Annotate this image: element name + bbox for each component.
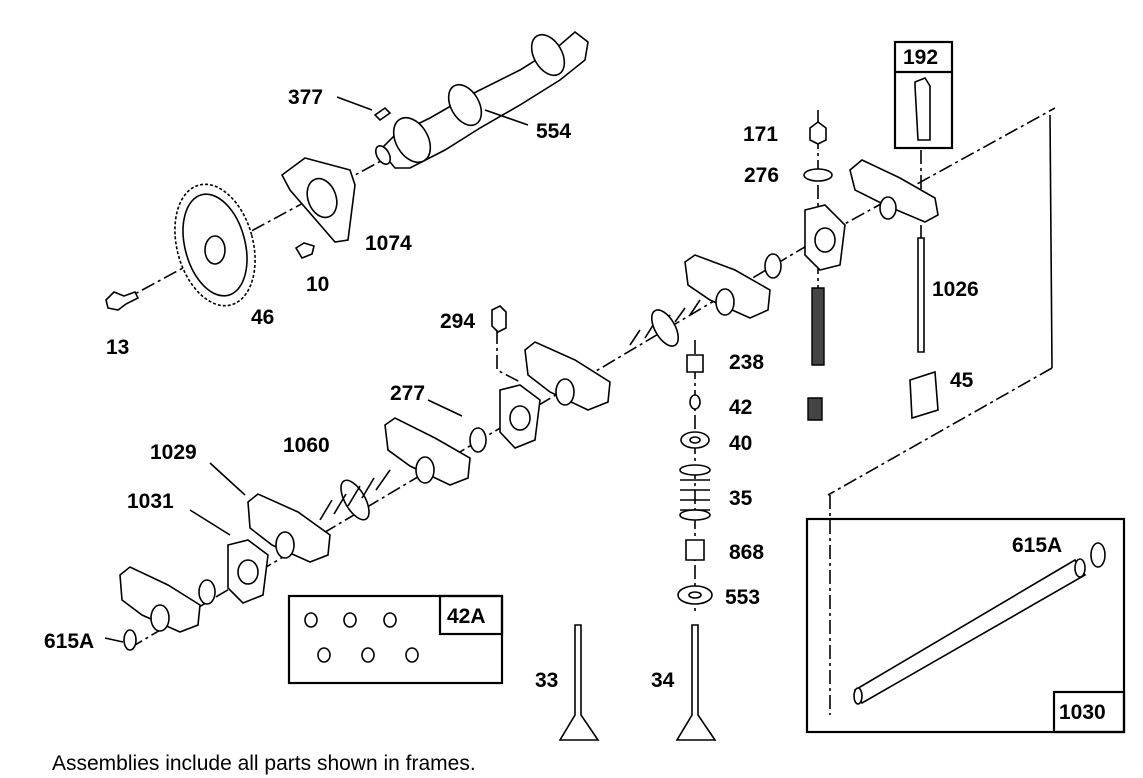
tappet-45 xyxy=(909,370,939,420)
label-45: 45 xyxy=(950,369,974,392)
label-1031: 1031 xyxy=(127,490,174,513)
label-46: 46 xyxy=(251,306,274,329)
rocker-shaft-1030 xyxy=(853,542,1106,705)
footer-note: Assemblies include all parts shown in fr… xyxy=(52,752,476,775)
label-615a-left: 615A xyxy=(44,630,94,653)
camshaft xyxy=(374,30,589,169)
label-10: 10 xyxy=(306,273,329,296)
stud-lower xyxy=(807,397,823,421)
label-1030: 1030 xyxy=(1059,701,1106,724)
label-35: 35 xyxy=(729,487,753,510)
adjusting-screw xyxy=(914,77,931,141)
bolt-13 xyxy=(105,291,140,311)
push-rod xyxy=(917,237,925,353)
cam-gear xyxy=(174,183,256,307)
label-238: 238 xyxy=(729,351,764,374)
label-42: 42 xyxy=(729,396,752,419)
label-277: 277 xyxy=(390,382,425,405)
frame-42a xyxy=(287,594,504,685)
label-294: 294 xyxy=(440,310,475,333)
valve-34 xyxy=(675,624,717,741)
stud-upper xyxy=(811,287,825,366)
label-1026: 1026 xyxy=(932,278,979,301)
frame-192 xyxy=(893,40,954,150)
valve-33 xyxy=(558,624,600,741)
label-192: 192 xyxy=(903,46,938,69)
leader-lines xyxy=(104,96,529,643)
label-1029: 1029 xyxy=(150,441,197,464)
keeper-icons xyxy=(304,612,419,663)
nut-171 xyxy=(809,121,827,145)
label-615a-right: 615A xyxy=(1012,534,1062,557)
frame-1030 xyxy=(805,517,1126,734)
part-labels: 377 554 1074 10 46 13 171 276 192 1026 2… xyxy=(44,46,1106,724)
bolt-10 xyxy=(294,242,315,259)
label-34: 34 xyxy=(651,669,675,692)
label-377: 377 xyxy=(288,86,323,109)
label-171: 171 xyxy=(743,123,778,146)
valve-stack xyxy=(677,354,713,605)
label-868: 868 xyxy=(729,541,764,564)
label-553: 553 xyxy=(725,586,760,609)
washer-276 xyxy=(803,168,833,182)
label-40: 40 xyxy=(729,432,752,455)
label-13: 13 xyxy=(106,336,129,359)
label-554: 554 xyxy=(536,120,571,143)
label-1060: 1060 xyxy=(283,434,330,457)
stud-294 xyxy=(491,305,507,333)
label-33: 33 xyxy=(535,669,558,692)
label-42a: 42A xyxy=(447,605,486,628)
key xyxy=(373,106,392,122)
rocker-shaft-parts xyxy=(119,159,939,651)
label-1074: 1074 xyxy=(365,232,412,255)
label-276: 276 xyxy=(744,164,779,187)
